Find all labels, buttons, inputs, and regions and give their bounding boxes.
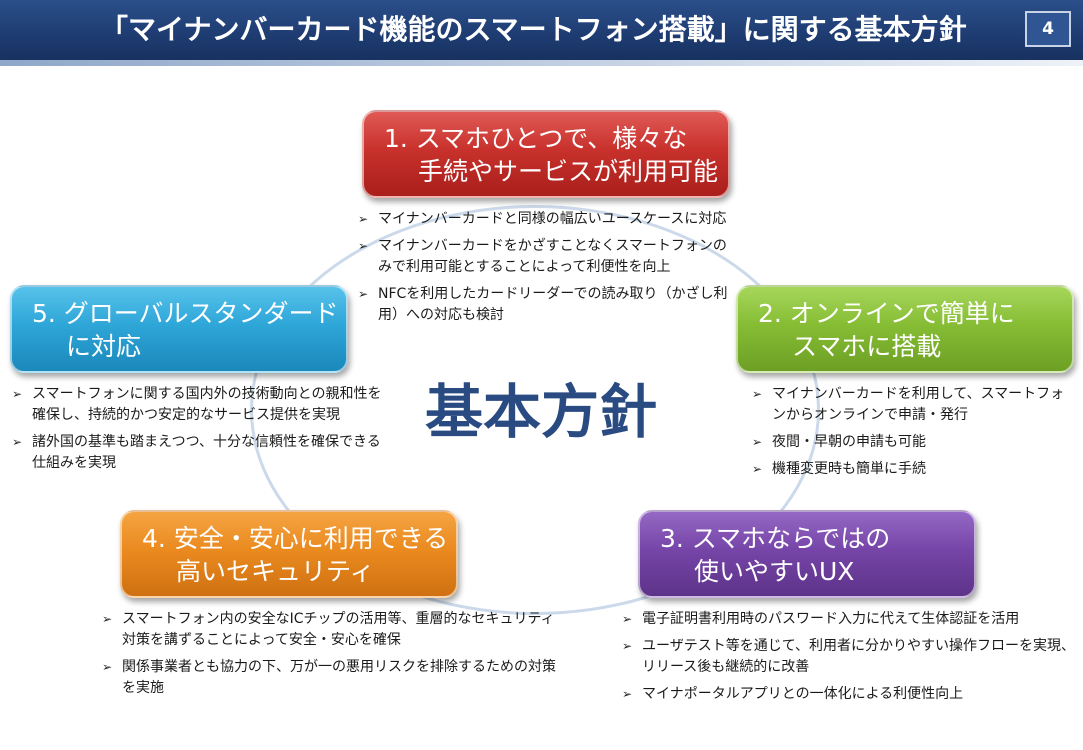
- principle-3-line1: 3. スマホならではの: [660, 524, 891, 553]
- arrow-icon: ➢: [622, 612, 633, 626]
- arrow-icon: ➢: [102, 612, 113, 626]
- arrow-icon: ➢: [752, 387, 763, 401]
- arrow-icon: ➢: [358, 239, 369, 253]
- arrow-icon: ➢: [622, 687, 633, 701]
- principle-box-3: 3. スマホならではの 使いやすいUX: [638, 510, 976, 598]
- list-item: ➢スマートフォン内の安全なICチップの活用等、重層的なセキュリティ対策を講ずるこ…: [102, 611, 555, 648]
- principle-5-line2: に対応: [66, 332, 142, 361]
- page-number-badge: 4: [1025, 11, 1071, 47]
- arrow-icon: ➢: [358, 287, 369, 301]
- principle-1-line1: 1. スマホひとつで、様々な: [384, 124, 688, 153]
- header-rule: [0, 60, 1083, 66]
- arrow-icon: ➢: [358, 212, 369, 226]
- list-item: ➢夜間・早朝の申請も可能: [752, 432, 1072, 453]
- arrow-icon: ➢: [102, 660, 113, 674]
- center-label: 基本方針: [425, 378, 658, 446]
- arrow-icon: ➢: [12, 387, 23, 401]
- list-item: ➢諸外国の基準も踏まえつつ、十分な信頼性を確保できる仕組みを実現: [12, 434, 381, 471]
- header-bar: [0, 0, 1083, 60]
- principle-2-line2: スマホに搭載: [792, 332, 942, 361]
- principle-box-4: 4. 安全・安心に利用できる 高いセキュリティ: [120, 510, 458, 598]
- arrow-icon: ➢: [622, 639, 633, 653]
- arrow-icon: ➢: [752, 462, 763, 476]
- principle-box-5: 5. グローバルスタンダード に対応: [10, 285, 348, 373]
- list-item: ➢関係事業者とも協力の下、万が一の悪用リスクを排除するための対策を実施: [102, 659, 556, 696]
- list-item: ➢マイナンバーカードをかざすことなくスマートフォンのみで利用可能とすることによっ…: [358, 238, 727, 275]
- page-title: 「マイナンバーカード機能のスマートフォン搭載」に関する基本方針: [100, 13, 967, 46]
- arrow-icon: ➢: [12, 435, 23, 449]
- list-item: ➢スマートフォンに関する国内外の技術動向との親和性を確保し、持続的かつ安定的なサ…: [12, 386, 382, 423]
- list-item: ➢マイナンバーカードと同様の幅広いユースケースに対応: [358, 209, 738, 230]
- list-item: ➢NFCを利用したカードリーダーでの読み取り（かざし利用）への対応も検討: [358, 286, 728, 323]
- list-item: ➢マイナポータルアプリとの一体化による利便性向上: [622, 684, 1077, 705]
- principle-1-bullets: ➢マイナンバーカードと同様の幅広いユースケースに対応 ➢マイナンバーカードをかざ…: [358, 209, 738, 332]
- list-item: ➢ユーザテスト等を通じて、利用者に分かりやすい操作フローを実現、リリース後も継続…: [622, 638, 1076, 675]
- list-item: ➢マイナンバーカードを利用して、スマートフォンからオンラインで申請・発行: [752, 386, 1065, 423]
- arrow-icon: ➢: [752, 435, 763, 449]
- principle-3-bullets: ➢電子証明書利用時のパスワード入力に代えて生体認証を活用 ➢ユーザテスト等を通じ…: [622, 609, 1077, 711]
- principle-box-1: 1. スマホひとつで、様々な 手続やサービスが利用可能: [362, 110, 730, 198]
- principle-3-line2: 使いやすいUX: [694, 557, 855, 586]
- principle-5-line1: 5. グローバルスタンダード: [32, 299, 339, 328]
- principle-2-line1: 2. オンラインで簡単に: [758, 299, 1015, 328]
- principle-box-2: 2. オンラインで簡単に スマホに搭載: [736, 285, 1074, 373]
- principle-4-bullets: ➢スマートフォン内の安全なICチップの活用等、重層的なセキュリティ対策を講ずるこ…: [102, 609, 562, 705]
- principle-1-line2: 手続やサービスが利用可能: [418, 157, 719, 186]
- list-item: ➢機種変更時も簡単に手続: [752, 459, 1072, 480]
- principle-2-bullets: ➢マイナンバーカードを利用して、スマートフォンからオンラインで申請・発行 ➢夜間…: [752, 384, 1072, 486]
- list-item: ➢電子証明書利用時のパスワード入力に代えて生体認証を活用: [622, 609, 1077, 630]
- cycle-ring: [250, 205, 820, 615]
- principle-4-line1: 4. 安全・安心に利用できる: [142, 524, 449, 553]
- principle-4-line2: 高いセキュリティ: [176, 557, 375, 586]
- principle-5-bullets: ➢スマートフォンに関する国内外の技術動向との親和性を確保し、持続的かつ安定的なサ…: [12, 384, 392, 480]
